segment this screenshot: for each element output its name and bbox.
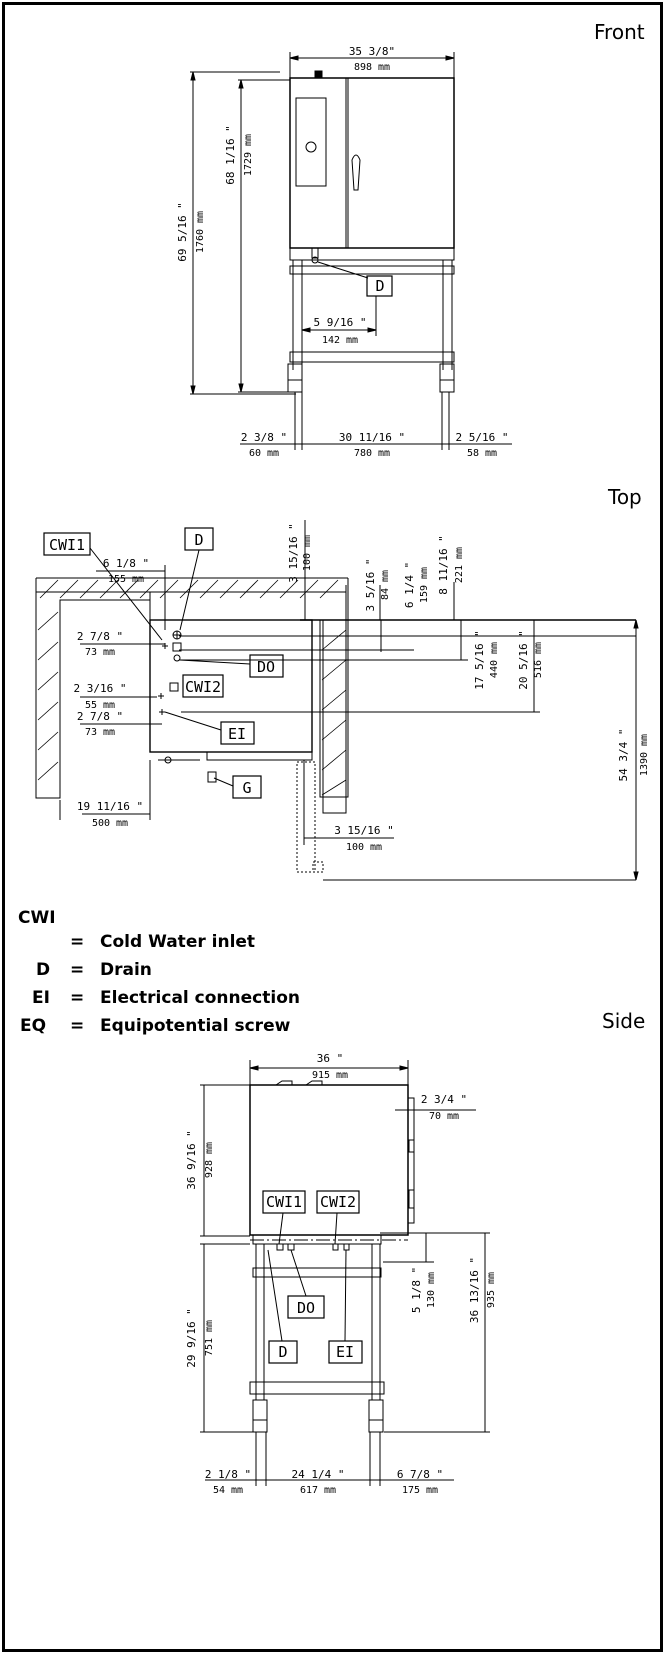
front-view (190, 52, 512, 450)
side-height-oven-inch: 36 9/16 " (185, 1130, 198, 1190)
front-height-total-inch: 69 5/16 " (176, 202, 189, 262)
side-935-inch: 36 13/16 " (468, 1257, 481, 1323)
side-right-mm: 175 mm (402, 1485, 438, 1496)
top-500-mm: 500 mm (92, 818, 128, 829)
top-155-mm: 155 mm (108, 574, 144, 585)
side-cwi1-label: CWI1 (266, 1193, 302, 1211)
side-height-stand-mm: 751 mm (204, 1320, 215, 1356)
top-73a-mm: 73 mm (85, 647, 115, 658)
side-view-title: Side (602, 1009, 646, 1033)
top-100-bottom-mm: 100 mm (346, 842, 382, 853)
top-100-top-inch: 3 15/16 " (287, 523, 300, 583)
top-100-bottom-inch: 3 15/16 " (334, 824, 394, 837)
top-159-inch: 6 1/4 " (403, 562, 416, 608)
top-221-mm: 221 mm (454, 547, 465, 583)
legend-code: CWI (18, 908, 56, 928)
side-height-oven-mm: 928 mm (204, 1142, 215, 1178)
top-73b-mm: 73 mm (85, 727, 115, 738)
legend-equals: = (70, 932, 85, 952)
front-left-mm: 60 mm (249, 448, 279, 459)
side-do-label: DO (297, 1299, 315, 1317)
top-440-inch: 17 5/16 " (473, 630, 486, 690)
top-516-mm: 516 mm (533, 642, 544, 678)
legend-description: Drain (100, 960, 152, 980)
top-73a-inch: 2 7/8 " (77, 630, 123, 643)
side-left-inch: 2 1/8 " (205, 1468, 251, 1481)
front-view-title: Front (594, 20, 645, 44)
top-100-top-mm: 100 mm (302, 535, 313, 571)
side-height-stand-inch: 29 9/16 " (185, 1308, 198, 1368)
side-130-inch: 5 1/8 " (410, 1267, 423, 1313)
front-right-mm: 58 mm (467, 448, 497, 459)
front-right-inch: 2 5/16 " (456, 431, 509, 444)
side-cwi2-label: CWI2 (320, 1193, 356, 1211)
legend-equals: = (70, 960, 85, 980)
side-door-mm: 70 mm (429, 1111, 459, 1122)
side-width-mm: 915 mm (312, 1070, 348, 1081)
top-g-label: G (242, 779, 251, 797)
front-height-total-mm: 1760 mm (195, 211, 206, 253)
top-500-inch: 19 11/16 " (77, 800, 143, 813)
legend-code: D (36, 960, 51, 980)
legend-description: Cold Water inlet (100, 932, 256, 952)
front-mid-inch: 30 11/16 " (339, 431, 405, 444)
legend-code: EI (32, 988, 50, 1008)
top-159-mm: 159 mm (419, 567, 430, 603)
top-do-label: DO (257, 658, 275, 676)
legend-equals: = (70, 988, 85, 1008)
legend-equals: = (70, 1016, 85, 1036)
top-1390-inch: 54 3/4 " (617, 729, 630, 782)
top-516-inch: 20 5/16 " (517, 630, 530, 690)
front-width-mm: 898 mm (354, 62, 390, 73)
top-d-label: D (194, 531, 203, 549)
side-width-inch: 36 " (317, 1052, 344, 1065)
top-view (35, 520, 639, 881)
top-440-mm: 440 mm (489, 642, 500, 678)
top-84-inch: 3 5/16 " (364, 559, 377, 612)
side-935-mm: 935 mm (486, 1272, 497, 1308)
side-mid-mm: 617 mm (300, 1485, 336, 1496)
side-right-inch: 6 7/8 " (397, 1468, 443, 1481)
top-73b-inch: 2 7/8 " (77, 710, 123, 723)
front-mid-mm: 780 mm (354, 448, 390, 459)
front-drain-offset-inch: 5 9/16 " (314, 316, 367, 329)
top-cwi2-label: CWI2 (185, 678, 221, 696)
front-left-inch: 2 3/8 " (241, 431, 287, 444)
side-left-mm: 54 mm (213, 1485, 243, 1496)
legend-description: Equipotential screw (100, 1016, 291, 1036)
top-221-inch: 8 11/16 " (437, 535, 450, 595)
front-drain-offset-mm: 142 mm (322, 335, 358, 346)
top-1390-mm: 1390 mm (639, 734, 650, 776)
front-width-inch: 35 3/8" (349, 45, 395, 58)
side-view (200, 1060, 490, 1486)
top-view-title: Top (608, 485, 642, 509)
top-155-inch: 6 1/8 " (103, 557, 149, 570)
top-55-inch: 2 3/16 " (74, 682, 127, 695)
top-55-mm: 55 mm (85, 700, 115, 711)
side-door-inch: 2 3/4 " (421, 1093, 467, 1106)
side-130-mm: 130 mm (426, 1272, 437, 1308)
side-ei-label: EI (336, 1343, 354, 1361)
front-height-oven-inch: 68 1/16 " (224, 125, 237, 185)
legend-code: EQ (20, 1016, 47, 1036)
front-height-oven-mm: 1729 mm (243, 134, 254, 176)
front-drain-label: D (375, 277, 384, 295)
side-mid-inch: 24 1/4 " (292, 1468, 345, 1481)
top-cwi1-label: CWI1 (49, 536, 85, 554)
top-ei-label: EI (228, 725, 246, 743)
top-84-mm: 84 mm (380, 570, 391, 600)
legend-description: Electrical connection (100, 988, 300, 1008)
side-d-label: D (278, 1343, 287, 1361)
